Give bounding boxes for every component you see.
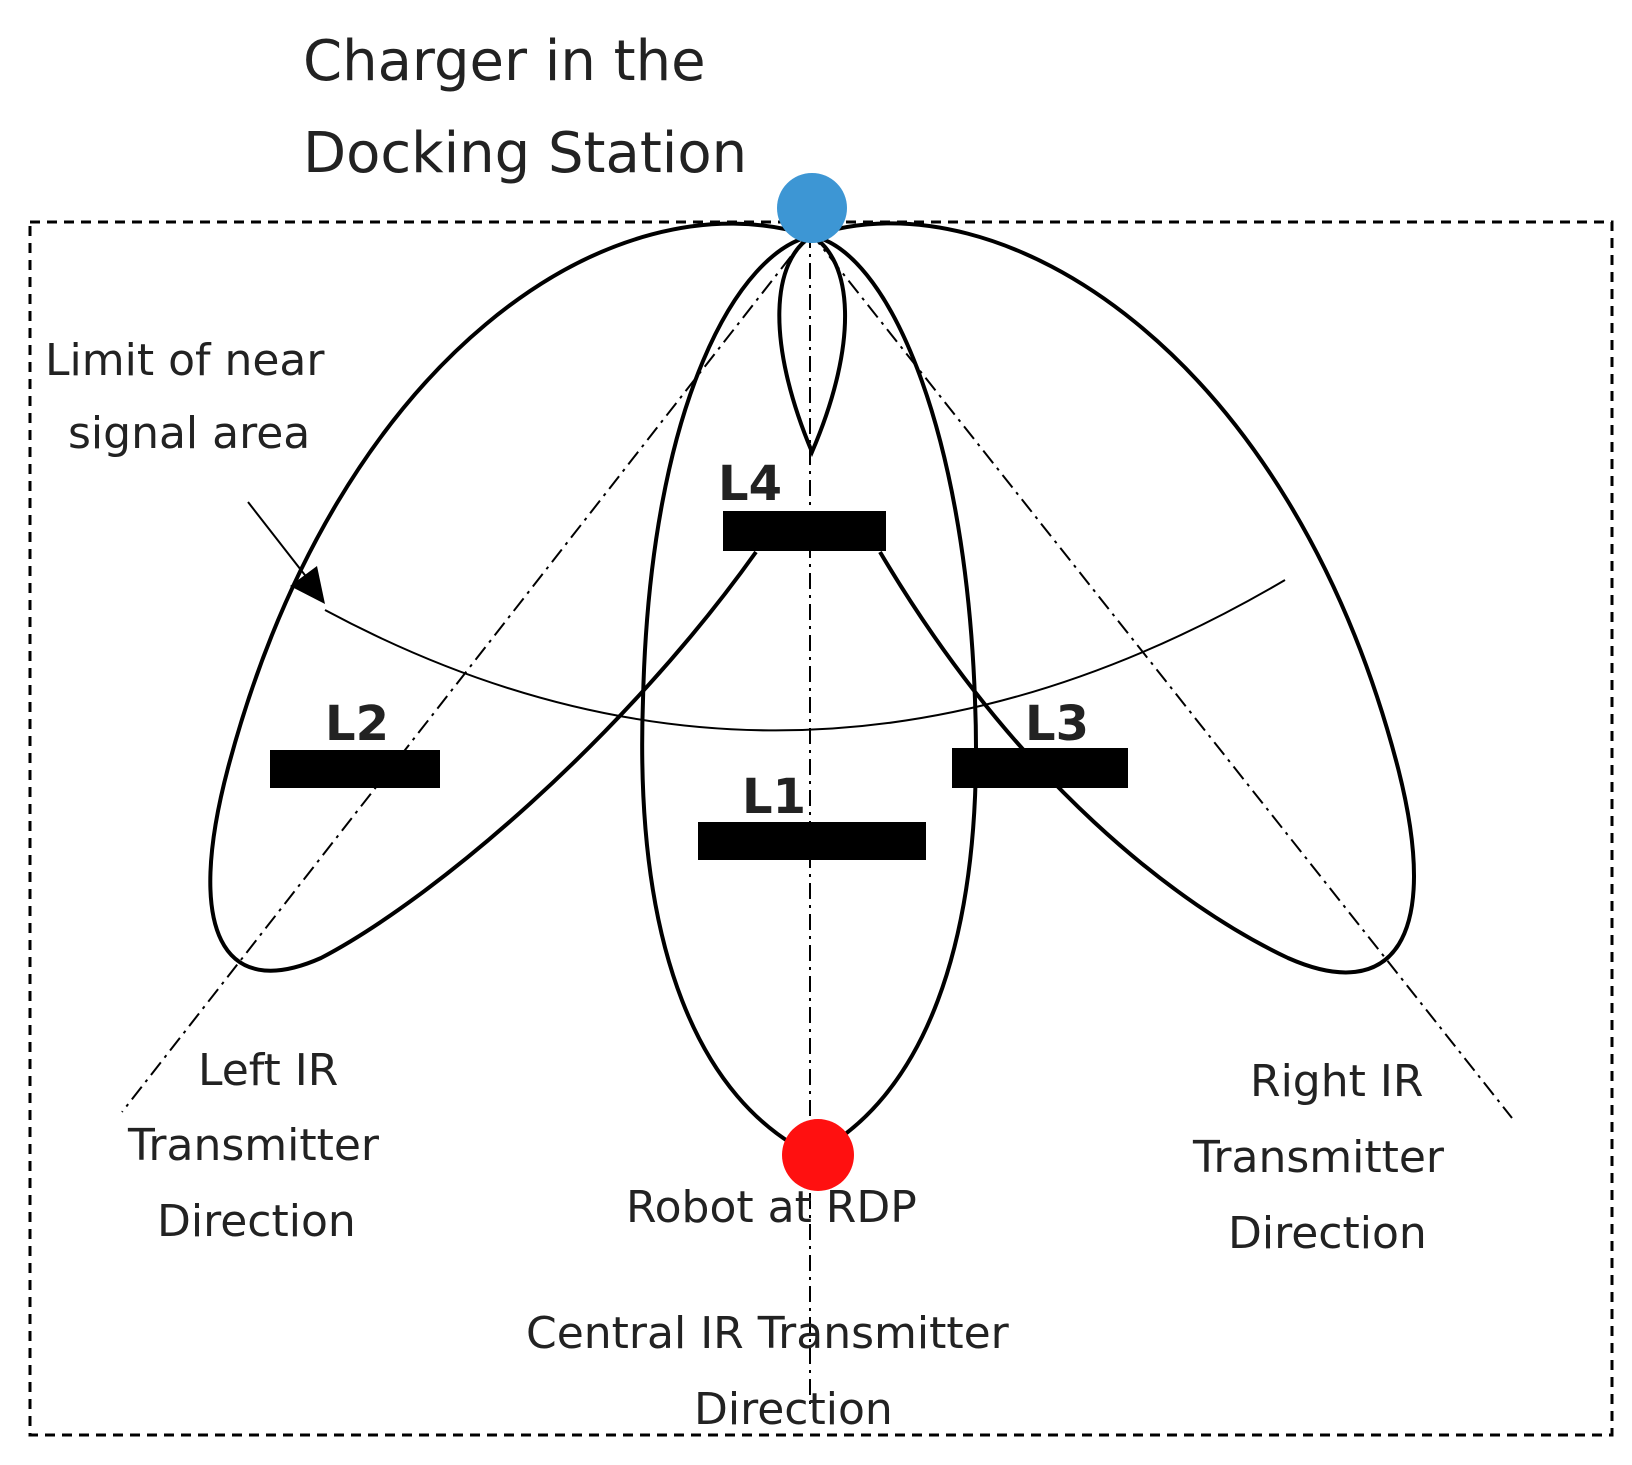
- receiver-bar-l1: [698, 822, 926, 860]
- robot-label: Robot at RDP: [626, 1182, 917, 1233]
- robot-dot: [782, 1119, 854, 1191]
- receiver-label-l2: L2: [325, 696, 389, 752]
- central-direction-label-line-2: Direction: [694, 1384, 893, 1435]
- near-signal-limit-arc: [324, 579, 1286, 732]
- receiver-bar-l2: [270, 750, 440, 788]
- title-line-1: Charger in the: [303, 29, 706, 94]
- right-direction-label-line-1: Right IR: [1250, 1056, 1423, 1107]
- right-direction-label-line-2: Transmitter: [1192, 1132, 1445, 1183]
- near-limit-label-line-2: signal area: [68, 408, 310, 459]
- receiver-label-l1: L1: [742, 769, 806, 825]
- receiver-label-l3: L3: [1025, 696, 1089, 752]
- right-direction-label-line-3: Direction: [1228, 1208, 1427, 1259]
- near-limit-pointer-arrowhead: [290, 566, 325, 604]
- left-direction-label-line-3: Direction: [157, 1196, 356, 1247]
- charger-dot: [777, 173, 847, 243]
- right-direction-line: [809, 231, 1513, 1119]
- receiver-bar-l4: [723, 511, 886, 551]
- receiver-bar-l3: [952, 748, 1128, 788]
- left-direction-label-line-2: Transmitter: [127, 1120, 380, 1171]
- signal-lobes: [208, 221, 1416, 1158]
- near-limit-label-line-1: Limit of near: [45, 335, 325, 386]
- inner-loop: [777, 234, 847, 458]
- central-direction-label-line-1: Central IR Transmitter: [526, 1308, 1010, 1359]
- receiver-label-l4: L4: [718, 456, 782, 512]
- left-direction-label-line-1: Left IR: [198, 1045, 338, 1096]
- left-lobe: [208, 221, 813, 973]
- near-limit-pointer-line: [247, 501, 316, 589]
- title-line-2: Docking Station: [303, 121, 747, 186]
- right-lobe: [811, 221, 1416, 975]
